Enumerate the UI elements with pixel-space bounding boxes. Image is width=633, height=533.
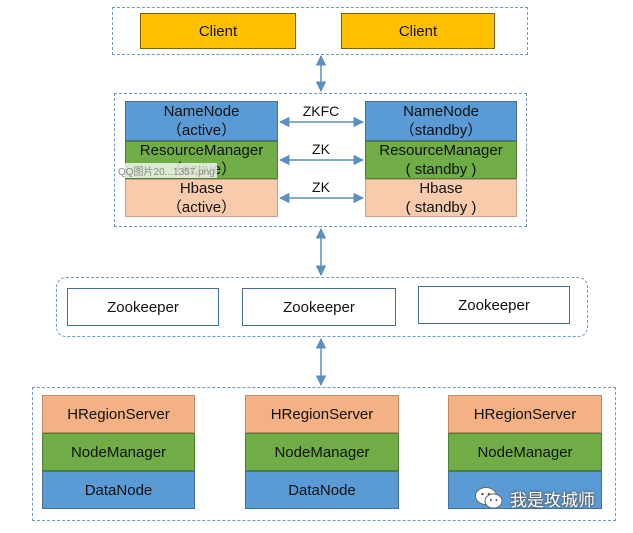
datanode-box-2: DataNode (245, 471, 399, 509)
zk-hbase-link-label: ZK (312, 179, 330, 195)
namenode-name: NameNode (163, 103, 240, 120)
datanode-label: DataNode (288, 481, 356, 499)
hregionserver-box-2: HRegionServer (245, 395, 399, 433)
zookeeper-label: Zookeeper (283, 298, 355, 316)
resourcemanager-active-box: ResourceManager （active） (125, 141, 278, 179)
client-label: Client (398, 22, 438, 40)
client-box-1: Client (140, 13, 296, 49)
namenode-state: （standby） (399, 122, 483, 139)
wechat-icon (475, 487, 503, 509)
zookeeper-label: Zookeeper (458, 296, 530, 314)
hregionserver-label: HRegionServer (67, 405, 170, 423)
hregionserver-box-3: HRegionServer (448, 395, 602, 433)
zk-rm-link-label: ZK (312, 141, 330, 157)
datanode-box-1: DataNode (42, 471, 195, 509)
nodemanager-box-3: NodeManager (448, 433, 602, 471)
resourcemanager-state: ( standby ) (405, 161, 477, 178)
nodemanager-label: NodeManager (477, 443, 573, 461)
watermark-text: 我是攻城师 (510, 490, 595, 510)
namenode-active-box: NameNode （active） (125, 101, 278, 141)
nodemanager-box-1: NodeManager (42, 433, 195, 471)
hbase-active-box: Hbase （active） (125, 179, 278, 217)
nodemanager-label: NodeManager (274, 443, 370, 461)
zookeeper-box-1: Zookeeper (67, 288, 219, 326)
ha-group (114, 93, 527, 227)
client-box-2: Client (341, 13, 495, 49)
zookeeper-box-3: Zookeeper (418, 286, 570, 324)
hregionserver-label: HRegionServer (473, 405, 577, 423)
watermark: 我是攻城师 (474, 485, 595, 511)
namenode-standby-box: NameNode （standby） (365, 101, 517, 141)
datanode-label: DataNode (84, 481, 153, 499)
datanode-box-3 (448, 471, 602, 509)
zookeeper-group (56, 277, 588, 337)
hbase-state: ( standby ) (405, 199, 477, 216)
namenode-state: （active） (166, 122, 237, 139)
hregionserver-label: HRegionServer (270, 405, 374, 423)
worker-group (32, 387, 616, 521)
image-caption: QQ图片20...1357.png (116, 163, 217, 178)
nodemanager-box-2: NodeManager (245, 433, 399, 471)
resourcemanager-standby-box: ResourceManager ( standby ) (365, 141, 517, 179)
hbase-name: Hbase (419, 180, 463, 197)
hbase-standby-box: Hbase ( standby ) (365, 179, 517, 217)
hbase-name: Hbase (179, 180, 224, 197)
client-group (112, 7, 528, 55)
resourcemanager-name: ResourceManager (139, 142, 264, 159)
namenode-name: NameNode (403, 103, 479, 120)
zookeeper-label: Zookeeper (107, 298, 179, 316)
client-label: Client (198, 22, 238, 40)
nodemanager-label: NodeManager (70, 443, 167, 461)
hbase-state: （active） (166, 199, 237, 216)
zookeeper-box-2: Zookeeper (242, 288, 396, 326)
resourcemanager-name: ResourceManager (379, 142, 503, 159)
hregionserver-box-1: HRegionServer (42, 395, 195, 433)
zkfc-link-label: ZKFC (302, 103, 340, 119)
